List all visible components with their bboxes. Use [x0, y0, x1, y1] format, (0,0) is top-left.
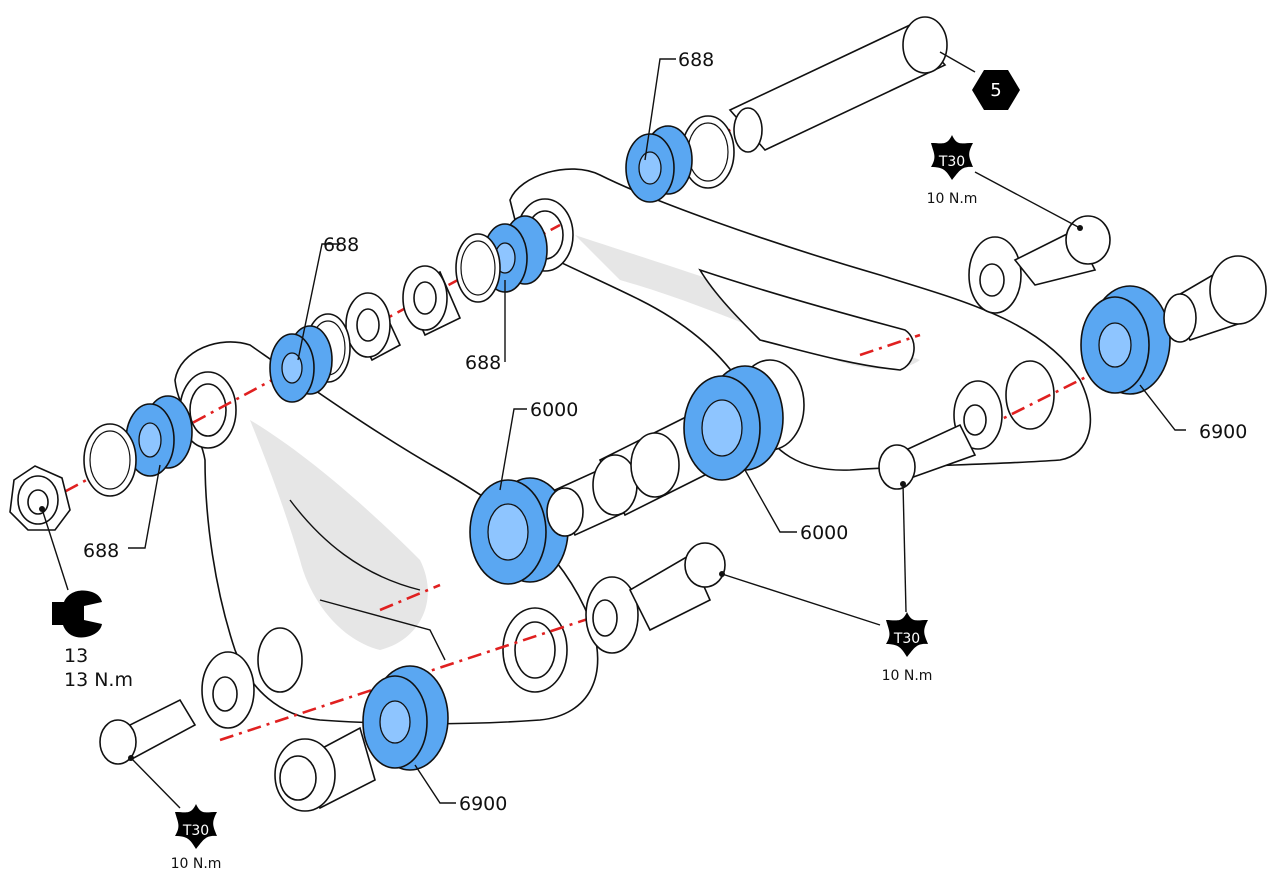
front-pivot-stack — [269, 215, 548, 403]
top-pivot-bolt — [728, 16, 948, 153]
bolt-mid — [628, 542, 726, 632]
label-6900-bottom: 6900 — [459, 793, 507, 815]
washer-mid — [585, 576, 639, 654]
torx-bit-label: T30 — [938, 154, 965, 170]
axis-inner-front — [379, 583, 441, 612]
leader-lines — [41, 51, 1186, 809]
label-688-lower-left: 688 — [83, 540, 119, 562]
torx-badge-top: T30 10 N.m — [927, 135, 978, 207]
hex-key-size: 5 — [990, 80, 1001, 101]
bearing-688-lower-left — [125, 395, 193, 477]
bolt-rear-upper — [1013, 215, 1111, 286]
torx-torque-label: 10 N.m — [171, 856, 222, 872]
torx-torque-label: 10 N.m — [882, 668, 933, 684]
axis-inner-rear — [859, 333, 921, 357]
torx-badge-bottom: T30 10 N.m — [171, 804, 222, 872]
wrench-icon — [52, 590, 102, 638]
label-6900-right: 6900 — [1199, 421, 1247, 443]
hex-key-badge: 5 — [972, 70, 1020, 110]
wrench-badge: 13 13 N.m — [52, 590, 133, 691]
axis-lower-front — [219, 613, 601, 742]
circlip-top — [681, 115, 735, 189]
bearing-688-top — [625, 125, 693, 203]
torx-bit-label: T30 — [893, 631, 920, 647]
label-6000-right: 6000 — [800, 522, 848, 544]
flange-nut — [9, 465, 71, 531]
bearing-6900-bottom — [362, 665, 449, 771]
torx-bit-label: T30 — [182, 823, 209, 839]
wrench-size-label: 13 — [64, 645, 88, 667]
bolt-lower-front — [99, 698, 197, 765]
torx-torque-label: 10 N.m — [927, 191, 978, 207]
bottom-bushing — [274, 726, 376, 812]
torx-badge-mid: T30 10 N.m — [882, 612, 933, 684]
bearing-6900-right — [1080, 285, 1171, 395]
washer-rear-upper — [968, 236, 1022, 314]
rear-bushing — [1163, 255, 1267, 343]
torx-icon — [931, 135, 973, 180]
washer-lower-front — [201, 651, 255, 729]
bearing-6000-right — [683, 365, 784, 481]
torx-icon — [886, 612, 928, 657]
label-688-top: 688 — [678, 49, 714, 71]
wrench-torque-label: 13 N.m — [64, 669, 133, 691]
label-688-upper-left: 688 — [323, 234, 359, 256]
torx-icon — [175, 804, 217, 849]
label-6000-left: 6000 — [530, 399, 578, 421]
swing-arm-frame — [174, 168, 1092, 725]
label-688-mid: 688 — [465, 352, 501, 374]
circlip-front — [83, 423, 137, 497]
washer-rear-lower — [953, 380, 1003, 450]
bolt-rear-lower — [878, 423, 977, 490]
